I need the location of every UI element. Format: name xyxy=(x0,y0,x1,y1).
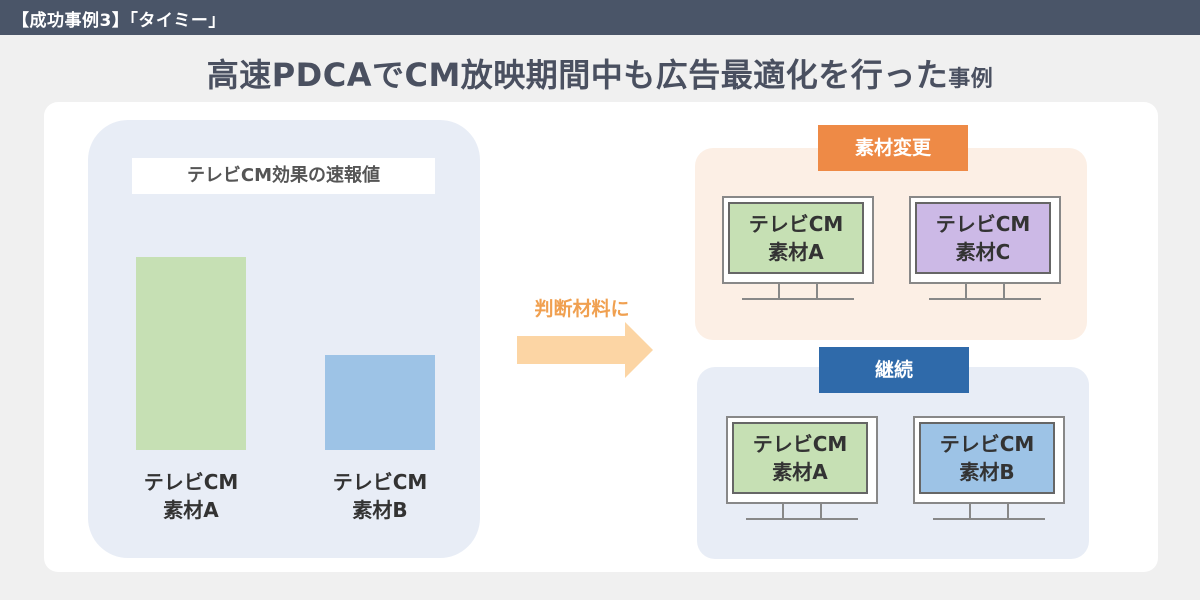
monitor-line2: 素材A xyxy=(768,240,824,264)
bar-label-b-line2: 素材B xyxy=(352,498,408,522)
bar-material-b xyxy=(325,355,435,450)
monitor-screen: テレビCM 素材A xyxy=(728,202,864,274)
monitor-icon: テレビCM 素材A xyxy=(722,196,874,304)
monitor-icon: テレビCM 素材A xyxy=(726,416,878,524)
bar-label-a: テレビCM 素材A xyxy=(116,468,266,524)
monitor-line1: テレビCM xyxy=(752,432,848,456)
group-title-material-change: 素材変更 xyxy=(818,125,968,171)
monitor-line2: 素材B xyxy=(959,460,1015,484)
arrow-label: 判断材料に xyxy=(534,298,630,320)
monitor-screen: テレビCM 素材B xyxy=(919,422,1055,494)
monitor-line2: 素材A xyxy=(772,460,828,484)
bar-label-b: テレビCM 素材B xyxy=(305,468,455,524)
group-title-continue: 継続 xyxy=(819,347,969,393)
header-label: 【成功事例3】「タイミー」 xyxy=(0,0,1200,35)
bar-label-a-line1: テレビCM xyxy=(143,470,239,494)
page-title: 高速PDCAでCM放映期間中も広告最適化を行った事例 xyxy=(0,50,1200,96)
monitor-line1: テレビCM xyxy=(748,212,844,236)
monitor-line2: 素材C xyxy=(955,240,1011,264)
arrow-right-icon xyxy=(517,322,653,378)
monitor-icon: テレビCM 素材C xyxy=(909,196,1061,304)
monitor-line1: テレビCM xyxy=(939,432,1035,456)
monitor-screen: テレビCM 素材C xyxy=(915,202,1051,274)
bar-label-a-line2: 素材A xyxy=(163,498,219,522)
monitor-line1: テレビCM xyxy=(935,212,1031,236)
title-suffix: 事例 xyxy=(948,67,994,92)
monitor-icon: テレビCM 素材B xyxy=(913,416,1065,524)
title-main: 高速PDCAでCM放映期間中も広告最適化を行った xyxy=(206,56,949,94)
bar-material-a xyxy=(136,257,246,450)
monitor-screen: テレビCM 素材A xyxy=(732,422,868,494)
panel-label: テレビCM効果の速報値 xyxy=(132,158,435,194)
bar-label-b-line1: テレビCM xyxy=(332,470,428,494)
